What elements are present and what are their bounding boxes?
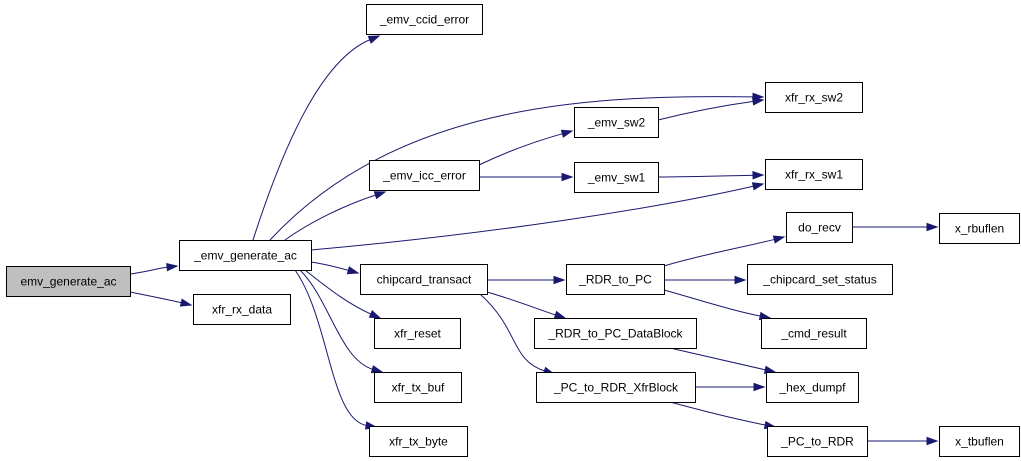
- node-label: _emv_sw1: [587, 171, 646, 185]
- node-emv-icc-error[interactable]: _emv_icc_error: [369, 160, 480, 191]
- edge-_emv_icc_error-to-_emv_sw2: [478, 129, 574, 166]
- node-RDR-to-PC[interactable]: _RDR_to_PC: [566, 264, 665, 295]
- node-xfr-reset[interactable]: xfr_reset: [374, 318, 461, 349]
- edge-emv_generate_ac-to-_emv_generate_ac: [129, 263, 179, 275]
- edge-_emv_generate_ac-to-chipcard_transact: [310, 261, 360, 275]
- node-xfr-rx-sw1[interactable]: xfr_rx_sw1: [765, 159, 863, 190]
- node-PC-to-RDR-XfrBlock[interactable]: _PC_to_RDR_XfrBlock: [536, 372, 696, 403]
- node-label: xfr_tx_byte: [389, 435, 448, 449]
- edge-_emv_sw2-to-xfr_rx_sw2: [657, 97, 765, 121]
- node-label: xfr_rx_sw2: [785, 91, 843, 105]
- edge-_emv_generate_ac-to-xfr_rx_sw1: [310, 182, 765, 251]
- node-label: chipcard_transact: [377, 273, 472, 287]
- node-label: _cmd_result: [780, 327, 847, 341]
- edge-emv_generate_ac-to-xfr_rx_data: [129, 291, 193, 307]
- node-label: do_recv: [798, 221, 841, 235]
- node-do-recv[interactable]: do_recv: [786, 212, 853, 243]
- node-label: xfr_tx_buf: [392, 381, 445, 395]
- node-label: xfr_rx_sw1: [785, 168, 843, 182]
- edge-_RDR_to_PC-to-do_recv: [663, 235, 786, 267]
- node-chipcard-set-status[interactable]: _chipcard_set_status: [747, 264, 893, 295]
- node-label: _PC_to_RDR: [780, 435, 854, 449]
- node-RDR-to-PC-DataBlock[interactable]: _RDR_to_PC_DataBlock: [534, 318, 697, 349]
- edge-_emv_generate_ac-to-xfr_rx_sw2: [269, 92, 765, 241]
- edge-_emv_sw1-to-xfr_rx_sw1: [657, 171, 765, 180]
- node-xfr-tx-buf[interactable]: xfr_tx_buf: [374, 372, 462, 403]
- node-emv-generate-ac[interactable]: emv_generate_ac: [6, 266, 131, 297]
- node-label: _emv_generate_ac: [193, 249, 297, 263]
- node-label: xfr_rx_data: [212, 303, 272, 317]
- node-x-tbuflen[interactable]: x_tbuflen: [939, 426, 1020, 457]
- node-label: _emv_ccid_error: [379, 13, 469, 27]
- call-edges: [129, 35, 939, 446]
- node-xfr-rx-sw2[interactable]: xfr_rx_sw2: [765, 82, 863, 113]
- node-emv-generate-ac[interactable]: _emv_generate_ac: [179, 240, 312, 271]
- edge-_RDR_to_PC_DataBlock-to-_hex_dumpf: [669, 347, 777, 374]
- node-label: _RDR_to_PC: [578, 273, 652, 287]
- node-emv-sw2[interactable]: _emv_sw2: [574, 107, 659, 138]
- edge-_emv_generate_ac-to-xfr_reset: [304, 269, 382, 319]
- node-label: _RDR_to_PC_DataBlock: [547, 327, 683, 341]
- node-label: _emv_icc_error: [382, 169, 466, 183]
- node-label: x_tbuflen: [955, 435, 1004, 449]
- node-label: emv_generate_ac: [20, 275, 116, 289]
- edge-chipcard_transact-to-_RDR_to_PC: [487, 275, 566, 285]
- edge-_RDR_to_PC-to-_chipcard_set_status: [664, 275, 747, 285]
- edge-_emv_generate_ac-to-_emv_icc_error: [284, 191, 387, 241]
- node-chipcard-transact[interactable]: chipcard_transact: [360, 264, 488, 295]
- node-emv-sw1[interactable]: _emv_sw1: [574, 162, 659, 193]
- edge-do_recv-to-x_rbuflen: [851, 222, 939, 232]
- node-label: xfr_reset: [394, 327, 441, 341]
- node-xfr-tx-byte[interactable]: xfr_tx_byte: [369, 426, 468, 457]
- node-label: _PC_to_RDR_XfrBlock: [553, 381, 679, 395]
- edge-_emv_generate_ac-to-_emv_ccid_error: [252, 35, 381, 241]
- node-emv-ccid-error[interactable]: _emv_ccid_error: [366, 4, 483, 35]
- node-label: _chipcard_set_status: [762, 273, 876, 287]
- node-PC-to-RDR[interactable]: _PC_to_RDR: [767, 426, 868, 457]
- edge-_emv_icc_error-to-_emv_sw1: [478, 172, 574, 182]
- node-cmd-result[interactable]: _cmd_result: [761, 318, 867, 349]
- node-hex-dumpf[interactable]: _hex_dumpf: [766, 372, 859, 403]
- edge-_PC_to_RDR-to-x_tbuflen: [867, 436, 939, 446]
- node-xfr-rx-data[interactable]: xfr_rx_data: [193, 294, 291, 325]
- call-nodes: emv_generate_ac _emv_generate_ac xfr_rx_da…: [6, 4, 1020, 457]
- edge-_PC_to_RDR_XfrBlock-to-_PC_to_RDR: [669, 401, 777, 430]
- node-label: x_rbuflen: [955, 222, 1004, 236]
- node-label: _hex_dumpf: [778, 381, 846, 395]
- edge-_PC_to_RDR_XfrBlock-to-_hex_dumpf: [694, 382, 766, 392]
- node-label: _emv_sw2: [587, 116, 646, 130]
- node-x-rbuflen[interactable]: x_rbuflen: [939, 213, 1020, 244]
